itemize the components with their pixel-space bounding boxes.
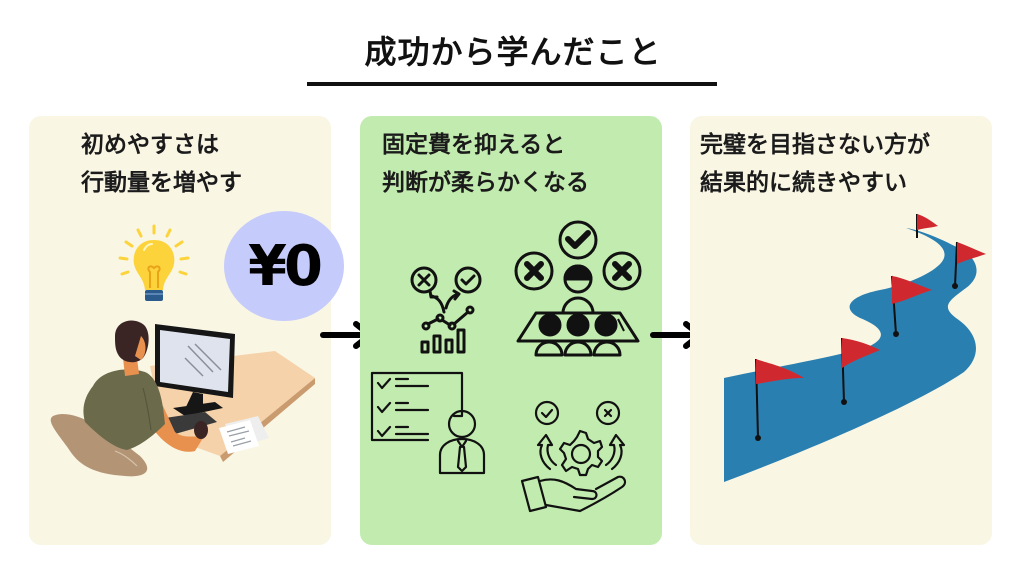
panel-heading: 初めやすさは 行動量を増やす [81,126,242,202]
team-vote-icon [514,220,642,357]
title-underline [307,82,717,86]
flag-icon [891,275,932,337]
flag-icon [755,358,804,441]
decision-chart-icon [410,266,482,354]
heading-line-2: 結果的に続きやすい [700,170,907,196]
hand-gear-icon [520,400,627,513]
heading-line-1: 完璧を目指さない方が [700,132,930,158]
checklist-presenter-icon [370,371,486,475]
heading-line-2: 判断が柔らかくなる [382,170,589,196]
panel-not-perfect: 完璧を目指さない方が 結果的に続きやすい [690,116,992,545]
flag-icon [841,337,880,405]
winding-road-flags-illustration [724,214,986,482]
zero-yen-badge: ¥0 [224,211,344,321]
heading-line-1: 初めやすさは [81,132,219,158]
panel-heading: 固定費を抑えると 判断が柔らかくなる [382,126,589,202]
lightbulb-icon [118,224,190,301]
person-at-computer-illustration [50,320,315,477]
flag-icon [916,214,938,238]
heading-line-2: 行動量を増やす [81,170,242,196]
panel-fixed-costs: 固定費を抑えると 判断が柔らかくなる [360,116,662,545]
panel-heading: 完璧を目指さない方が 結果的に続きやすい [700,126,930,202]
heading-line-1: 固定費を抑えると [382,132,566,158]
flag-icon [952,241,986,289]
page-title: 成功から学んだこと [364,33,662,71]
panel-low-barrier: 初めやすさは 行動量を増やす ¥0 [29,116,344,545]
